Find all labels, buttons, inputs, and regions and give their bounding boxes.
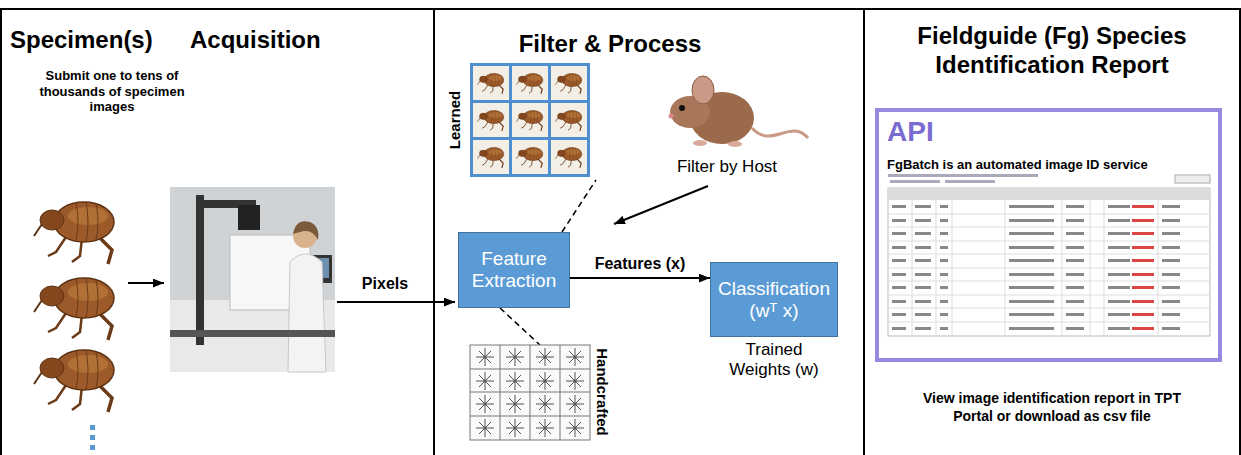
text-slot: Filter & Process	[460, 30, 760, 58]
panel-note: View image identification report in TPT …	[902, 390, 1202, 425]
feature-type-label: Handcrafted	[592, 342, 612, 442]
text-slot: FgBatch is an automated image ID service	[887, 158, 1212, 173]
text-slot: Features (x)	[593, 255, 688, 273]
flow-label: Pixels	[352, 275, 418, 293]
text-slot: Acquisition	[190, 26, 360, 54]
process-box: Feature Extraction	[458, 232, 570, 308]
flow-arrow	[570, 277, 710, 279]
text-slot: Fieldguide (Fg) Species Identification R…	[892, 22, 1212, 80]
text-slot: View image identification report in TPT …	[902, 390, 1202, 425]
feature-type-label: Learned	[445, 80, 465, 160]
panel-note: Submit one to tens of thousands of speci…	[37, 68, 187, 115]
box-label: Classification (wᵀ x)	[717, 278, 831, 322]
panel-title: Specimen(s)	[10, 26, 185, 54]
stage-panel: Fieldguide (Fg) Species Identification R…	[863, 8, 1241, 455]
api-heading: API	[887, 116, 1007, 148]
box-label: Feature Extraction	[465, 248, 563, 292]
service-line: FgBatch is an automated image ID service	[887, 158, 1212, 173]
panel-title: Filter & Process	[460, 30, 760, 58]
edge-label: Features (x)	[595, 255, 686, 273]
screenshot-frame: API FgBatch is an automated image ID serv…	[875, 108, 1222, 362]
text-slot: Filter by Host	[656, 157, 798, 177]
text-slot: Pixels	[352, 275, 418, 293]
text-slot: Specimen(s)	[10, 26, 185, 54]
stage-panel: Filter & ProcessFeature ExtractionClassi…	[433, 8, 865, 455]
stage-panel: Specimen(s)AcquisitionSubmit one to tens…	[0, 8, 435, 455]
text-slot: Handcrafted	[592, 342, 612, 442]
panel-title: Acquisition	[190, 26, 360, 54]
text-slot: Trained Weights (w)	[719, 340, 829, 379]
text-slot: API	[887, 116, 1007, 148]
process-box: Classification (wᵀ x)	[710, 262, 838, 337]
weights-label: Trained Weights (w)	[719, 340, 829, 379]
filter-label: Filter by Host	[656, 157, 798, 177]
text-slot: Learned	[445, 80, 465, 160]
text-slot: Submit one to tens of thousands of speci…	[37, 68, 187, 115]
panel-title: Fieldguide (Fg) Species Identification R…	[892, 22, 1212, 80]
